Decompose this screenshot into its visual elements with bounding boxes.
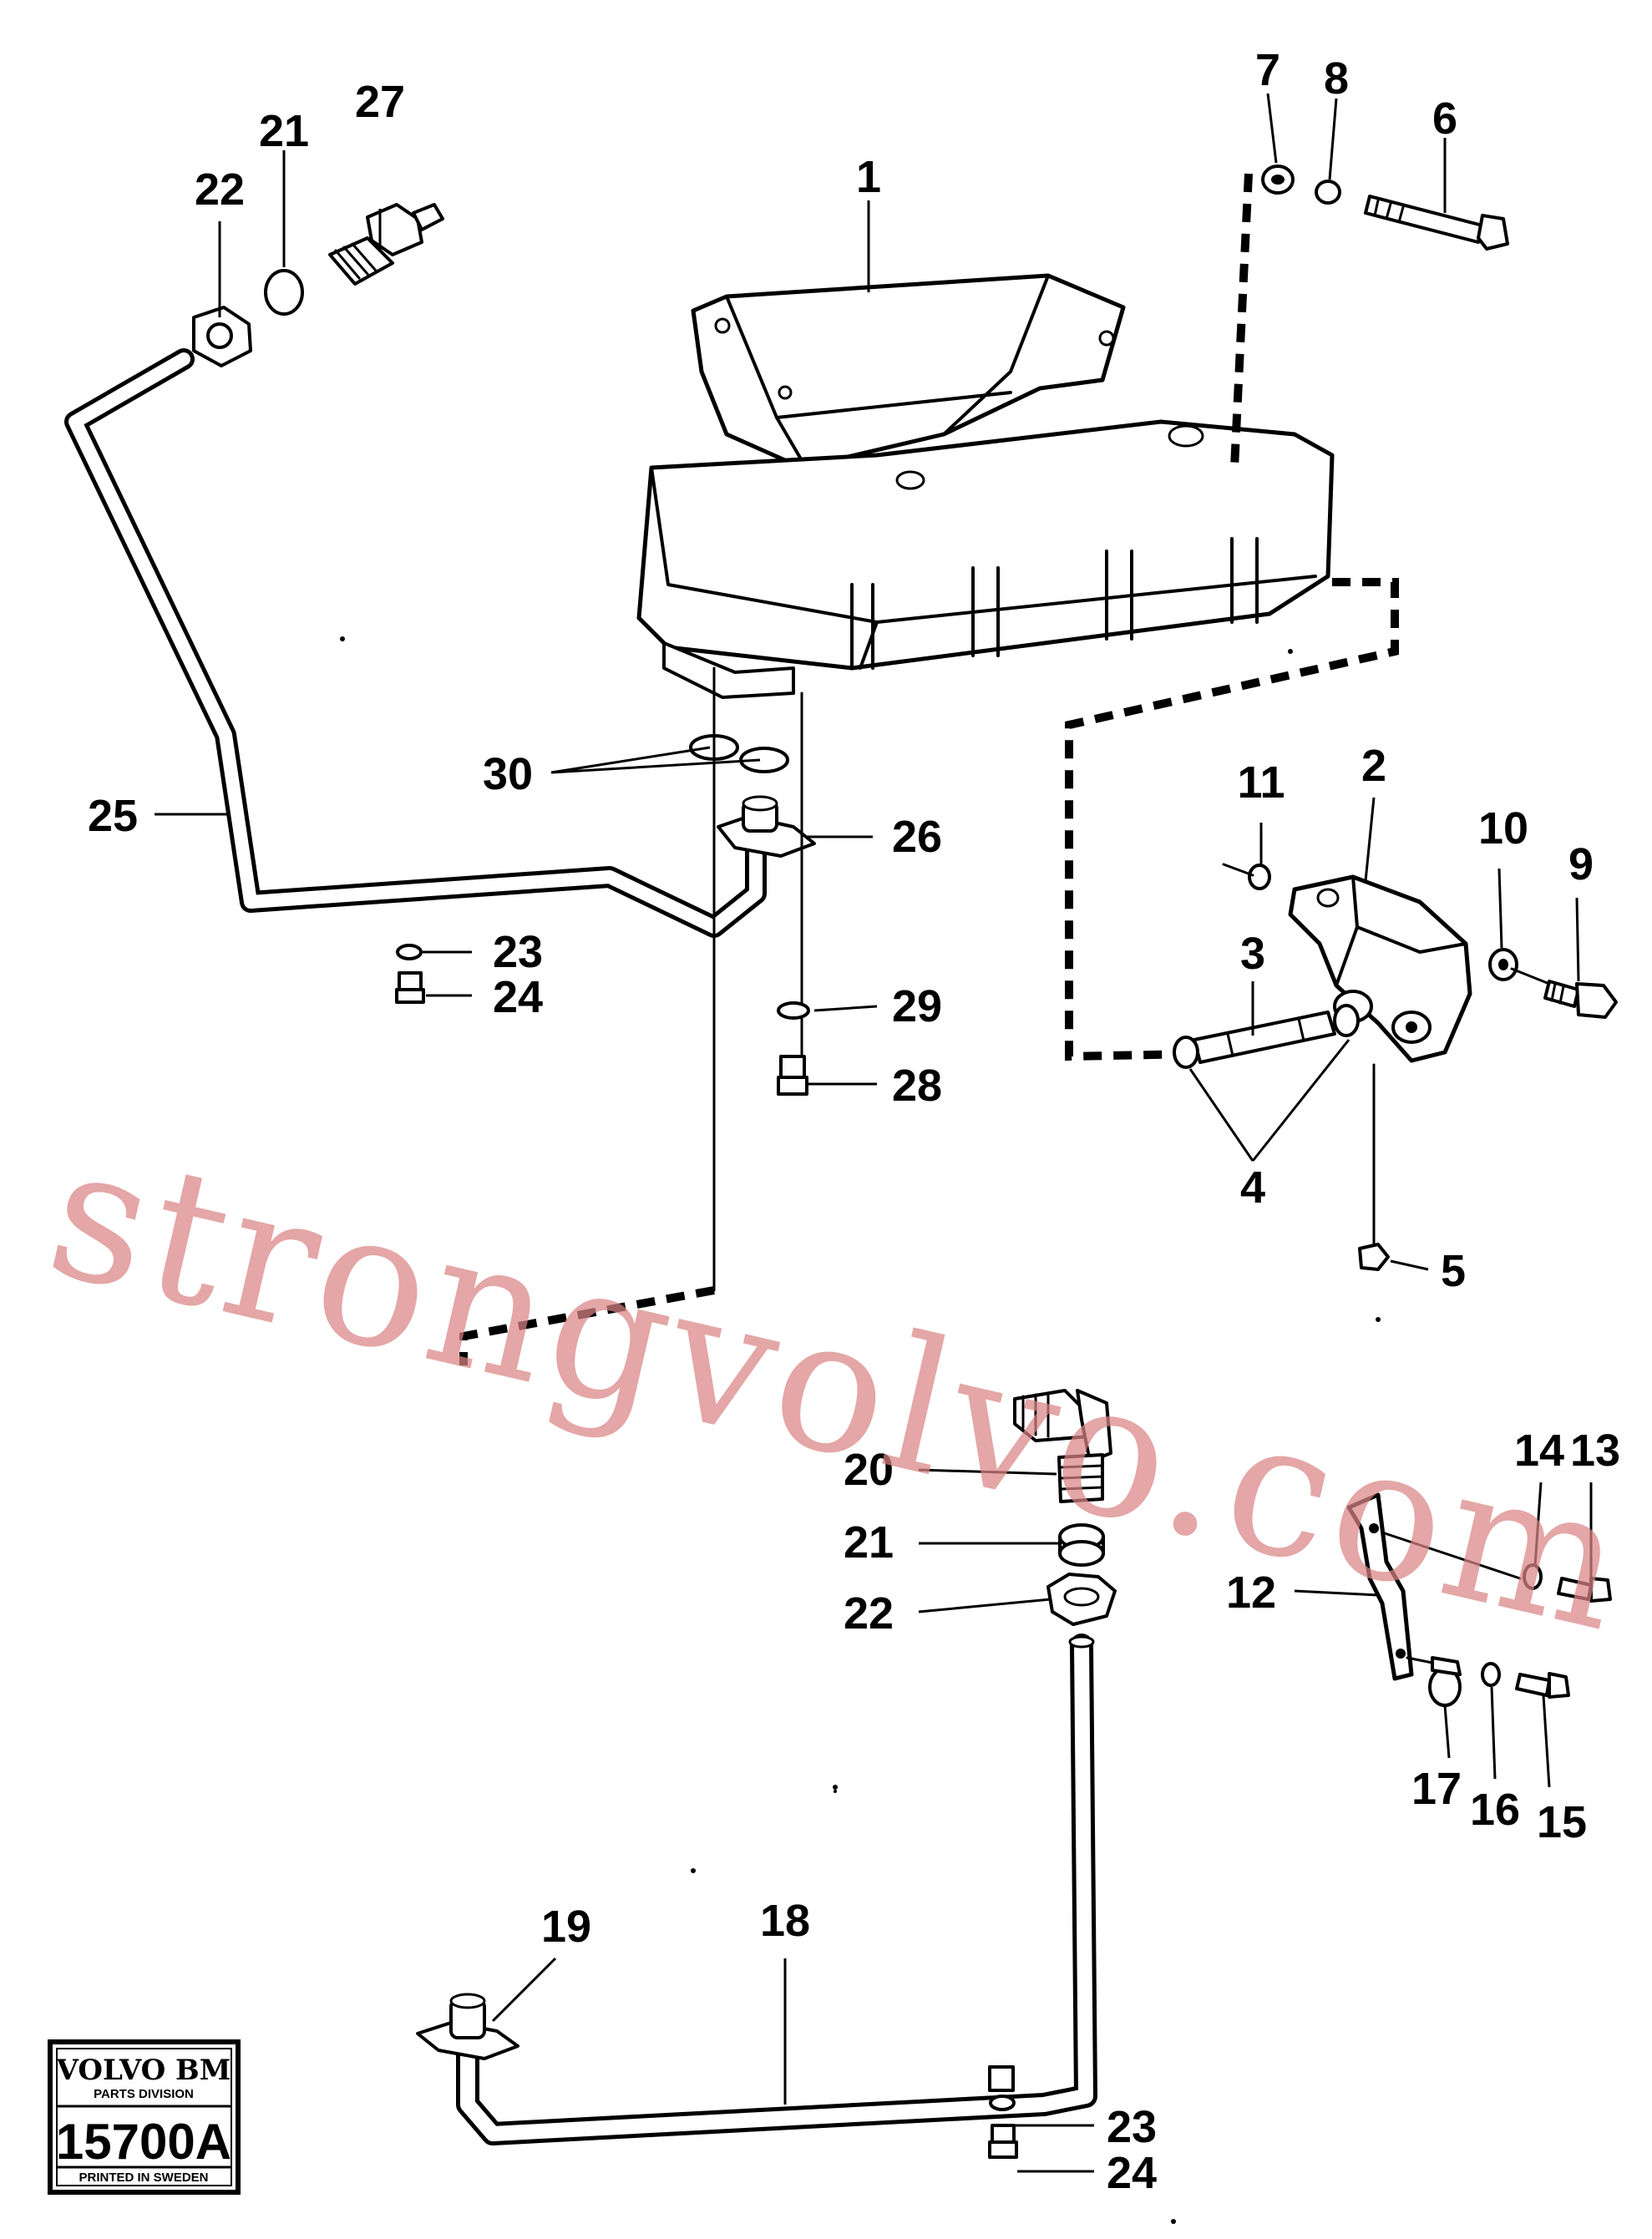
bracket-12 bbox=[1346, 1492, 1414, 1681]
label-23-bottom: 23 bbox=[1107, 2102, 1157, 2152]
label-20: 20 bbox=[844, 1445, 894, 1495]
badge-footer: PRINTED IN SWEDEN bbox=[79, 2171, 208, 2185]
label-24-bottom: 24 bbox=[1107, 2148, 1157, 2198]
label-22-top: 22 bbox=[195, 165, 245, 215]
callout-leaders bbox=[155, 93, 1593, 2173]
label-15: 15 bbox=[1537, 1797, 1587, 1847]
o-rings-30 bbox=[689, 734, 789, 773]
cover-housing bbox=[340, 273, 1335, 699]
label-9: 9 bbox=[1568, 839, 1594, 889]
label-21-bottom: 21 bbox=[844, 1517, 894, 1568]
leader-13-line bbox=[1381, 1531, 1522, 1580]
label-12: 12 bbox=[1226, 1568, 1276, 1618]
label-8: 8 bbox=[1324, 53, 1349, 104]
washer-14 bbox=[1523, 1563, 1543, 1590]
washer-23-top bbox=[396, 944, 423, 960]
label-29: 29 bbox=[892, 981, 942, 1031]
screw-28 bbox=[777, 1055, 808, 1096]
nut-7 bbox=[1261, 165, 1295, 195]
label-11: 11 bbox=[1237, 757, 1285, 808]
pipe-3 bbox=[1193, 1011, 1336, 1064]
olive-ring-21-top bbox=[264, 269, 304, 316]
union-nut-22-top bbox=[192, 306, 252, 367]
adapter-27 bbox=[328, 203, 444, 286]
part-labels: 1 27 21 22 7 8 6 2 11 10 9 3 4 5 25 30 2… bbox=[88, 45, 1620, 2198]
badge-code: 15700A bbox=[56, 2114, 231, 2170]
plug-5 bbox=[1358, 1243, 1390, 1271]
flange-26 bbox=[717, 795, 816, 858]
leader-9-line bbox=[1510, 967, 1551, 985]
badge-brand: VOLVO BM bbox=[56, 2054, 231, 2087]
bolt-13 bbox=[1557, 1577, 1612, 1603]
label-3: 3 bbox=[1240, 929, 1265, 979]
label-13: 13 bbox=[1570, 1426, 1620, 1476]
bolt-6 bbox=[1364, 195, 1509, 251]
label-24-top: 24 bbox=[493, 972, 543, 1022]
label-6: 6 bbox=[1432, 94, 1457, 144]
label-21-top: 21 bbox=[259, 106, 309, 156]
label-7: 7 bbox=[1255, 45, 1280, 95]
label-10: 10 bbox=[1478, 803, 1528, 854]
badge-division: PARTS DIVISION bbox=[94, 2087, 194, 2101]
label-26: 26 bbox=[892, 812, 942, 862]
volvo-bm-badge: VOLVO BM PARTS DIVISION 15700A PRINTED I… bbox=[48, 2039, 241, 2195]
label-19: 19 bbox=[541, 1902, 591, 1952]
label-18: 18 bbox=[760, 1896, 810, 1946]
washer-16 bbox=[1481, 1662, 1501, 1687]
clamp-17 bbox=[1428, 1656, 1462, 1707]
leader-11 bbox=[1222, 863, 1254, 877]
washer-23-bottom bbox=[989, 2095, 1016, 2111]
union-nut-22-bottom bbox=[1046, 1573, 1117, 1626]
washer-8 bbox=[1315, 180, 1341, 205]
label-1: 1 bbox=[856, 152, 881, 202]
watermark-text: strongvolvo.com bbox=[32, 1103, 1647, 1674]
oil-tube-lower bbox=[456, 1634, 1097, 2145]
dashed-leaders bbox=[459, 173, 1399, 1365]
label-2: 2 bbox=[1361, 741, 1386, 791]
o-rings-4 bbox=[1173, 1004, 1360, 1069]
screw-24-top bbox=[395, 971, 425, 1004]
label-4: 4 bbox=[1240, 1163, 1265, 1213]
screw-24-bottom bbox=[988, 2124, 1018, 2159]
label-25: 25 bbox=[88, 791, 138, 841]
o-ring-11 bbox=[1248, 864, 1271, 890]
label-14: 14 bbox=[1514, 1426, 1564, 1476]
elbow-20 bbox=[1013, 1389, 1112, 1503]
washer-29 bbox=[777, 1001, 810, 1020]
bolt-15 bbox=[1515, 1672, 1570, 1699]
bolt-9 bbox=[1543, 980, 1618, 1019]
washer-10 bbox=[1488, 948, 1518, 981]
bushing-23-lower bbox=[988, 2065, 1015, 2092]
label-27: 27 bbox=[355, 77, 405, 127]
flange-19 bbox=[416, 1993, 519, 2060]
label-16: 16 bbox=[1470, 1785, 1520, 1835]
oil-tube-upper bbox=[64, 348, 767, 938]
label-23-top: 23 bbox=[493, 927, 543, 977]
label-22-bottom: 22 bbox=[844, 1588, 894, 1639]
label-17: 17 bbox=[1411, 1764, 1462, 1814]
label-28: 28 bbox=[892, 1061, 942, 1111]
label-30: 30 bbox=[483, 749, 533, 799]
olive-ring-21-bottom bbox=[1058, 1523, 1105, 1567]
label-5: 5 bbox=[1441, 1246, 1466, 1296]
